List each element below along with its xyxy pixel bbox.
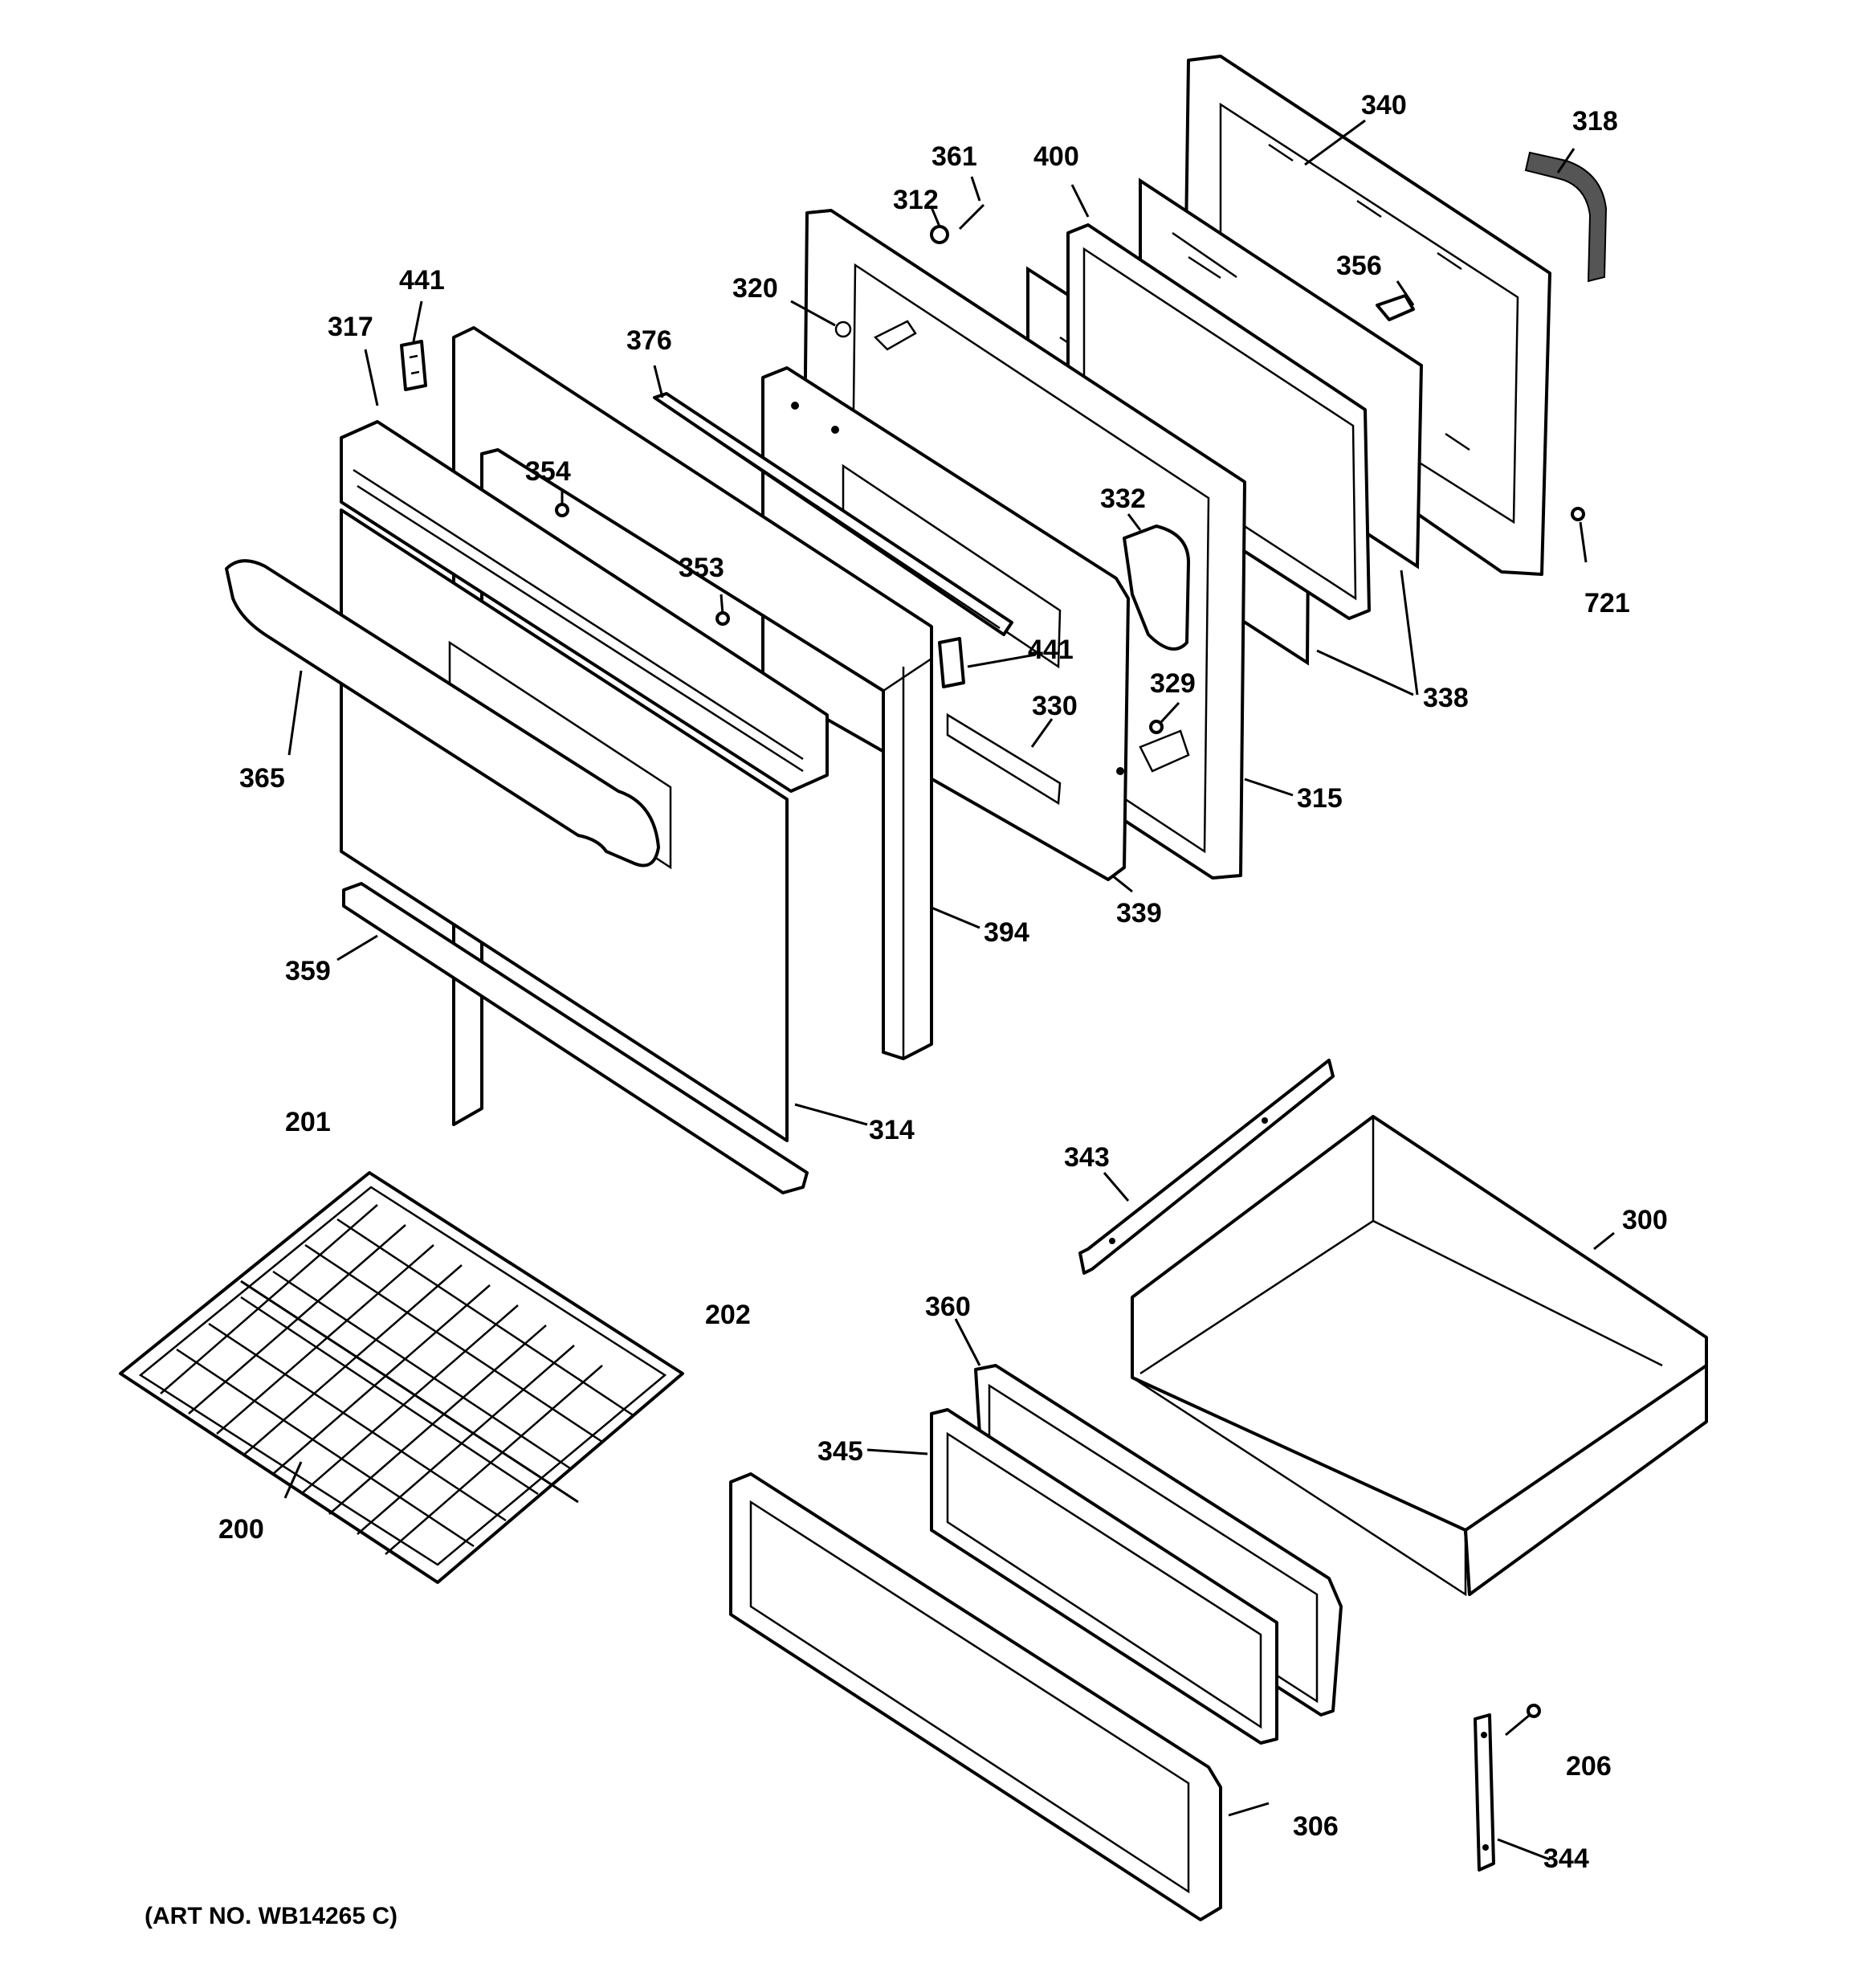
callout-206: 206 [1566,1751,1612,1782]
callout-360: 360 [925,1292,971,1322]
callout-317: 317 [328,312,373,342]
callout-361: 361 [932,141,977,172]
callout-318: 318 [1572,106,1618,137]
callout-332: 332 [1100,484,1146,514]
callout-354: 354 [525,456,571,487]
leader-lines [283,119,1615,1861]
callout-441-left: 441 [399,265,445,296]
callout-329: 329 [1150,668,1196,699]
part-356-bracket [1376,294,1415,321]
callout-312: 312 [893,185,939,215]
part-359-bottom-door-trim [342,882,809,1194]
fasteners [555,203,1585,1737]
callout-200: 200 [218,1514,264,1545]
part-441-hinge-clip-left [400,340,427,391]
part-332-hinge-bracket [1123,525,1190,651]
callout-201: 201 [285,1107,331,1137]
part-345-drawer-panel [930,1408,1278,1745]
part-300-drawer-body [1131,1115,1708,1597]
part-317-vent-trim [340,420,829,793]
callout-315: 315 [1297,783,1343,814]
callout-400: 400 [1033,141,1079,172]
part-441-hinge-clip-right [938,637,965,688]
callout-353: 353 [679,553,724,583]
callout-330: 330 [1032,691,1078,721]
art-number: (ART NO. WB14265 C) [145,1903,397,1929]
callout-labels: 340 318 361 400 312 356 320 441 317 376 … [218,90,1668,1874]
part-365-door-handle [225,559,660,867]
callout-356: 356 [1336,251,1382,281]
callout-320: 320 [732,273,778,304]
part-344-drawer-slide [1474,1713,1495,1872]
part-318-door-gasket [1524,151,1608,283]
callout-314: 314 [869,1115,915,1145]
callout-339: 339 [1116,898,1162,929]
callout-306: 306 [1293,1811,1339,1842]
callout-721: 721 [1584,588,1630,618]
part-394-door-frame [452,326,933,1126]
callout-441-right: 441 [1028,635,1074,665]
callout-344: 344 [1543,1843,1589,1874]
callout-376: 376 [626,325,672,356]
callout-202: 202 [705,1300,751,1330]
part-200-oven-rack [119,1171,684,1584]
part-343-drawer-rail [1078,1059,1335,1275]
callout-359: 359 [285,956,331,986]
callout-338: 338 [1423,683,1469,713]
callout-340: 340 [1361,90,1407,120]
callout-394: 394 [984,917,1029,948]
callout-345: 345 [817,1436,863,1467]
part-306-drawer-front [729,1472,1222,1921]
callout-300: 300 [1622,1205,1668,1235]
callout-365: 365 [239,763,285,794]
callout-343: 343 [1064,1142,1110,1173]
